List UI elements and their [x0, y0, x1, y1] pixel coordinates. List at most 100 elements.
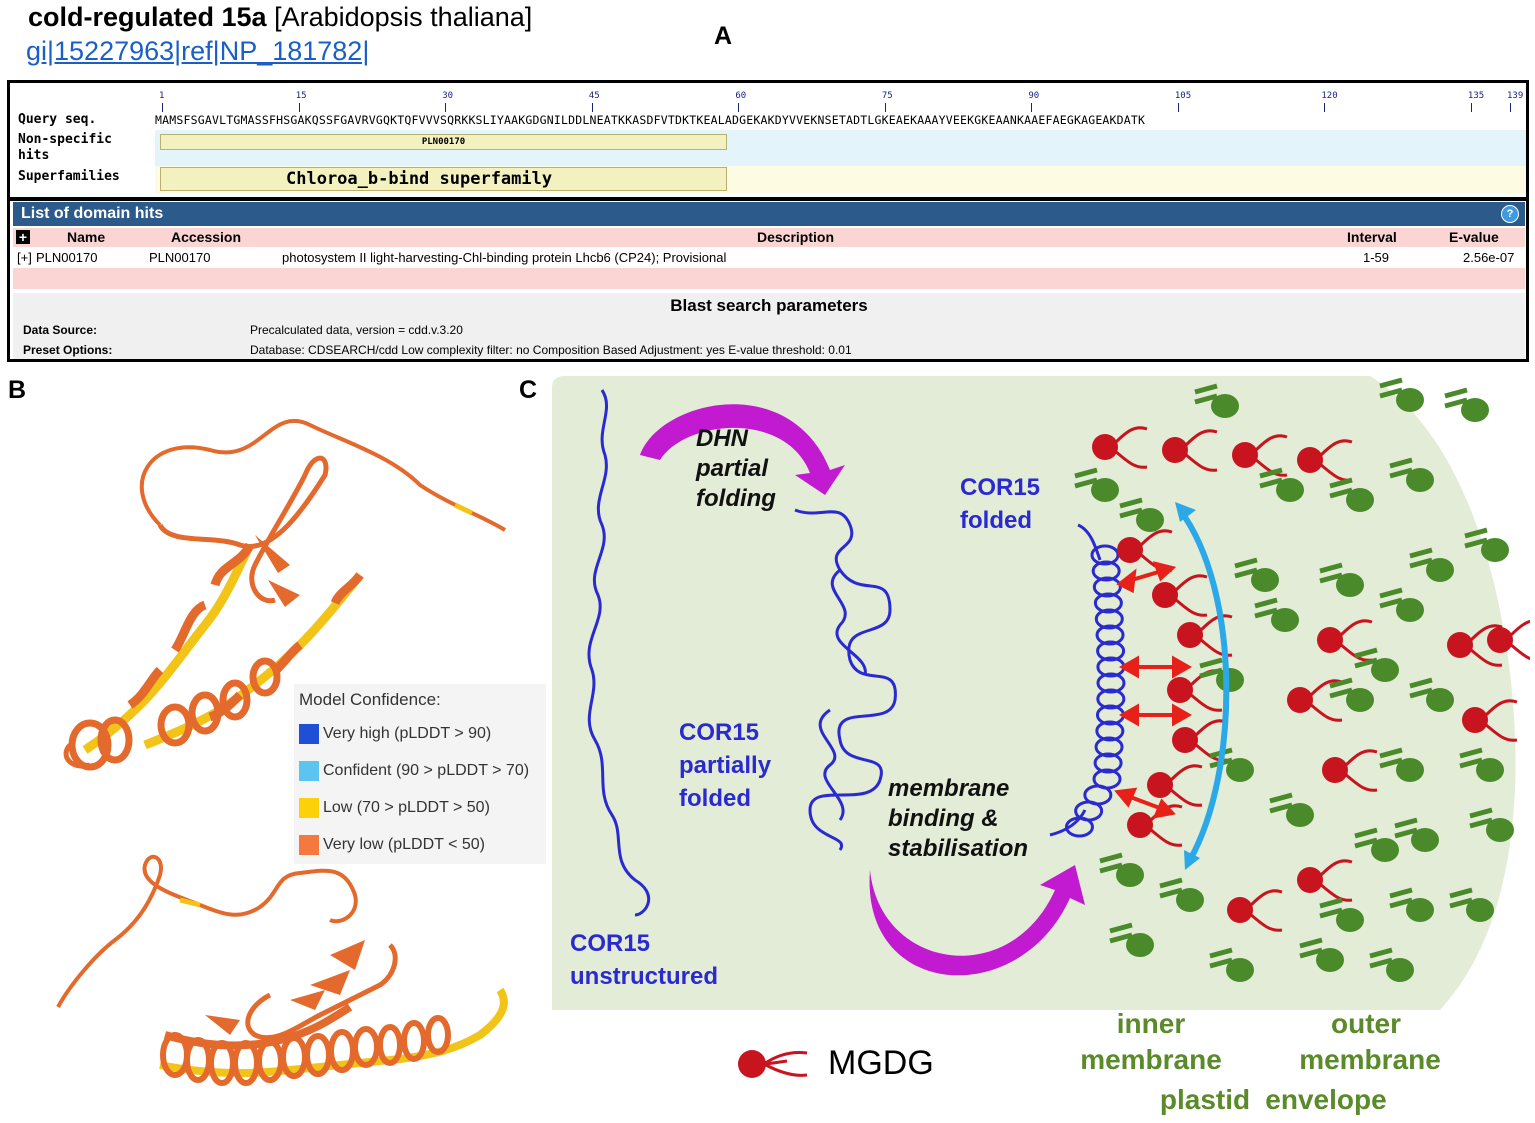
membrane-lipid-tail — [1459, 747, 1483, 769]
organism-name: [Arabidopsis thaliana] — [274, 2, 533, 32]
membrane-lipid-tail — [1379, 587, 1403, 609]
unstructured-text-2: unstructured — [570, 963, 719, 990]
mgdg-lipid-tail — [1183, 429, 1218, 472]
membrane-lipid-head — [1316, 948, 1344, 972]
mgdg-lipid-head — [1297, 867, 1323, 893]
ruler-tick — [162, 103, 163, 112]
panel-letter-b: B — [8, 376, 27, 404]
membrane-lipid-tail — [1234, 557, 1258, 579]
helix-coil — [1091, 560, 1121, 582]
alphafold-structures — [56, 418, 508, 1086]
membrane-span-arrow-head-top — [1175, 502, 1196, 522]
binding-text-2: binding & — [888, 805, 999, 832]
mgdg-lipid-head — [1317, 627, 1343, 653]
ruler-tick — [1031, 103, 1033, 112]
outer-label-1: outer — [1331, 1008, 1401, 1039]
structure-model-bottom — [56, 854, 508, 1086]
mgdg-lipid-head — [1487, 627, 1513, 653]
col-description[interactable]: Description — [757, 229, 835, 245]
membrane-lipid-tail — [1319, 562, 1343, 584]
mgdg-lipid-head — [1297, 447, 1323, 473]
membrane-lipid-tail — [1199, 657, 1223, 679]
plastid-label: plastid — [1159, 1084, 1251, 1115]
membrane-lipid-head — [1426, 688, 1454, 712]
preset-options-label: Preset Options: — [23, 343, 113, 357]
col-accession[interactable]: Accession — [171, 229, 242, 245]
membrane-lipid-head — [1426, 558, 1454, 582]
col-name[interactable]: Name — [67, 229, 106, 245]
superfamily-hit-bar[interactable]: Chloroa_b-bind superfamily — [160, 167, 727, 191]
membrane-lipid-head — [1476, 758, 1504, 782]
inner-label-1: inner — [1116, 1008, 1186, 1039]
ruler-tick-label: 135 — [1467, 91, 1485, 101]
helix-coil — [1093, 592, 1123, 614]
ruler-tick-label: 90 — [1028, 91, 1040, 101]
membrane-lipid-head — [1386, 958, 1414, 982]
membrane-lipid-head — [1136, 508, 1164, 532]
ruler-tick — [1470, 103, 1472, 112]
mgdg-lipid-head — [1162, 437, 1188, 463]
legend-item-low: Low (70 > pLDDT > 50) — [299, 798, 490, 820]
membrane-lipid-head — [1271, 608, 1299, 632]
unstructured-text-1: COR15 — [570, 930, 651, 957]
legend-item-very-high: Very high (pLDDT > 90) — [299, 724, 491, 746]
membrane-lipid-head — [1406, 468, 1434, 492]
col-evalue[interactable]: E-value — [1449, 229, 1499, 245]
membrane-lipid-tail — [1099, 852, 1123, 874]
helix-coil — [1095, 624, 1125, 646]
domain-hits-header: List of domain hits ? — [13, 202, 1525, 226]
membrane-lipid-tail — [1074, 467, 1098, 489]
membrane-lipid-head — [1091, 478, 1119, 502]
structure-model-top — [63, 418, 507, 771]
mgdg-lipid-tail — [1508, 619, 1530, 661]
table-spacer-row — [13, 268, 1525, 289]
mgdg-lipid-head — [1447, 632, 1473, 658]
membrane-lipid-head — [1216, 668, 1244, 692]
membrane-lipid-tail — [1369, 947, 1393, 969]
nonspecific-hit-bar[interactable]: PLN00170 — [160, 134, 727, 150]
membrane-lipid-tail — [1319, 897, 1343, 919]
ruler-tick — [298, 103, 300, 112]
membrane-lipid-head — [1396, 758, 1424, 782]
nonspecific-label-1: Non-specific — [18, 132, 112, 147]
membrane-lipid-head — [1226, 758, 1254, 782]
membrane-lipid-tail — [1354, 647, 1378, 669]
membrane-lipid-head — [1226, 958, 1254, 982]
membrane-lipid-head — [1346, 688, 1374, 712]
row-accession[interactable]: PLN00170 — [149, 250, 211, 265]
helix-coil — [1096, 640, 1126, 662]
row-name[interactable]: PLN00170 — [36, 250, 98, 265]
row-expand-icon[interactable]: [+] — [17, 250, 32, 265]
help-icon[interactable]: ? — [1501, 205, 1519, 223]
envelope-label: envelope — [1265, 1084, 1387, 1115]
mgdg-lipid-tail — [1173, 574, 1208, 617]
membrane-lipid-tail — [1329, 677, 1353, 699]
expand-all-icon[interactable]: + — [16, 230, 30, 244]
gi-accession-link[interactable]: gi|15227963|ref|NP_181782| — [26, 36, 370, 66]
membrane-lipid-head — [1481, 538, 1509, 562]
legend-label-confident: Confident (90 > pLDDT > 70) — [323, 762, 530, 780]
membrane-span-arrow-head-bottom — [1184, 850, 1200, 870]
legend-title: Model Confidence: — [299, 690, 441, 709]
legend-swatch-very-low — [299, 835, 319, 855]
ruler-tick-label: 30 — [442, 91, 454, 101]
mgdg-lipid-icon — [738, 1050, 808, 1078]
helix-coil — [1095, 720, 1125, 742]
table-row: [+] PLN00170 PLN00170 photosystem II lig… — [13, 248, 1525, 267]
col-interval[interactable]: Interval — [1347, 229, 1397, 245]
membrane-lipid-tail — [1159, 877, 1183, 899]
protein-title: cold-regulated 15a [Arabidopsis thaliana… — [28, 2, 532, 33]
membrane-lipid-tail — [1389, 887, 1413, 909]
membrane-lipid-head — [1276, 478, 1304, 502]
membrane-lipid-tail — [1194, 383, 1218, 405]
membrane-lipid-tail — [1259, 467, 1283, 489]
legend-item-confident: Confident (90 > pLDDT > 70) — [299, 761, 529, 783]
dhn-text-2: partial — [696, 455, 769, 482]
membrane-lipid-head — [1211, 394, 1239, 418]
membrane-lipid-tail — [1379, 377, 1403, 399]
mgdg-lipid-head — [1287, 687, 1313, 713]
helix-coil — [1064, 816, 1094, 838]
membrane-lipid-head — [1411, 828, 1439, 852]
query-seq-label: Query seq. — [18, 112, 97, 127]
panel-letter-a: A — [714, 22, 733, 50]
